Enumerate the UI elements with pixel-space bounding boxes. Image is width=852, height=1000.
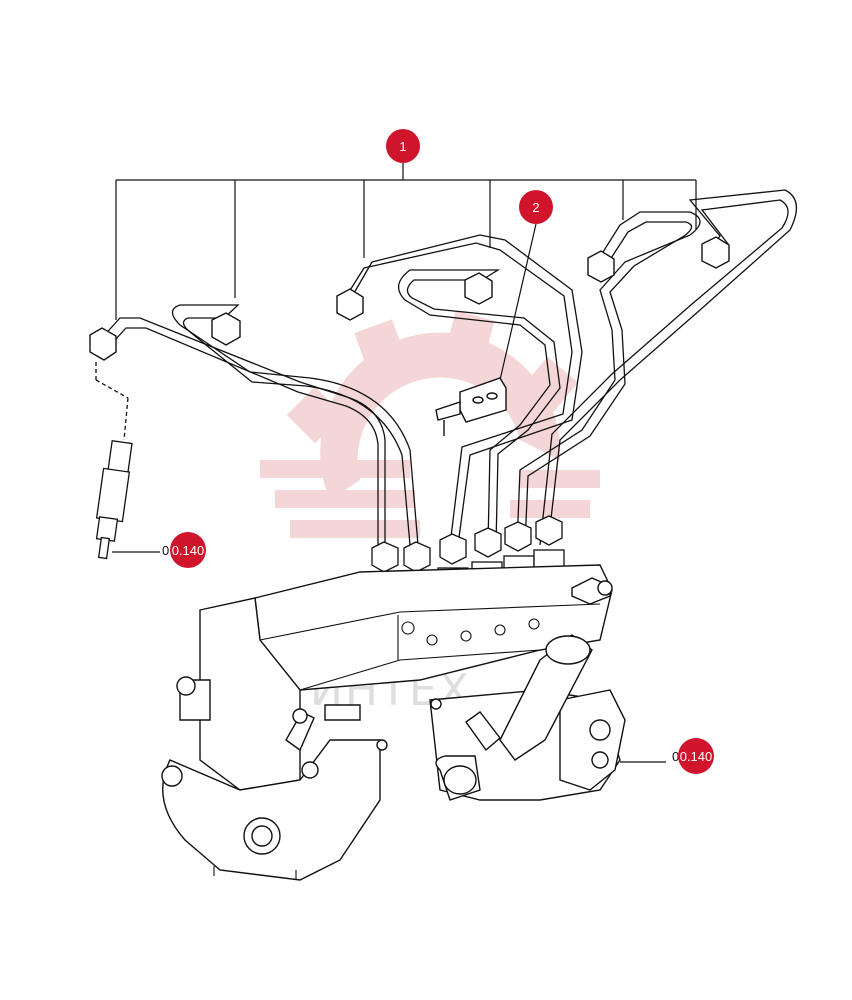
callout-ref-right-label: 0.140 xyxy=(680,749,713,764)
injector-nozzle xyxy=(95,362,160,560)
callout-ref-right[interactable]: 0 0.140 xyxy=(620,738,714,774)
injection-pump-body xyxy=(161,564,626,881)
callout-ref-left-prefix: 0 xyxy=(162,543,169,558)
callout-ref-left-label: 0.140 xyxy=(172,543,205,558)
callout-ref-left[interactable]: 0 0.140 xyxy=(162,532,206,568)
pipe-nuts-top xyxy=(89,236,730,361)
callout-part-1[interactable]: 1 xyxy=(386,129,420,163)
injection-pipes xyxy=(99,189,797,546)
pipe-clamp-bracket xyxy=(435,377,507,436)
callout-ref-right-prefix: 0 xyxy=(672,749,679,764)
callout-part-2-label: 2 xyxy=(532,200,539,215)
callout-part-2[interactable]: 2 xyxy=(519,190,553,224)
callout-part-1-label: 1 xyxy=(399,139,406,154)
pump-detail-lines xyxy=(213,603,601,880)
callout-2-leader xyxy=(499,223,537,381)
